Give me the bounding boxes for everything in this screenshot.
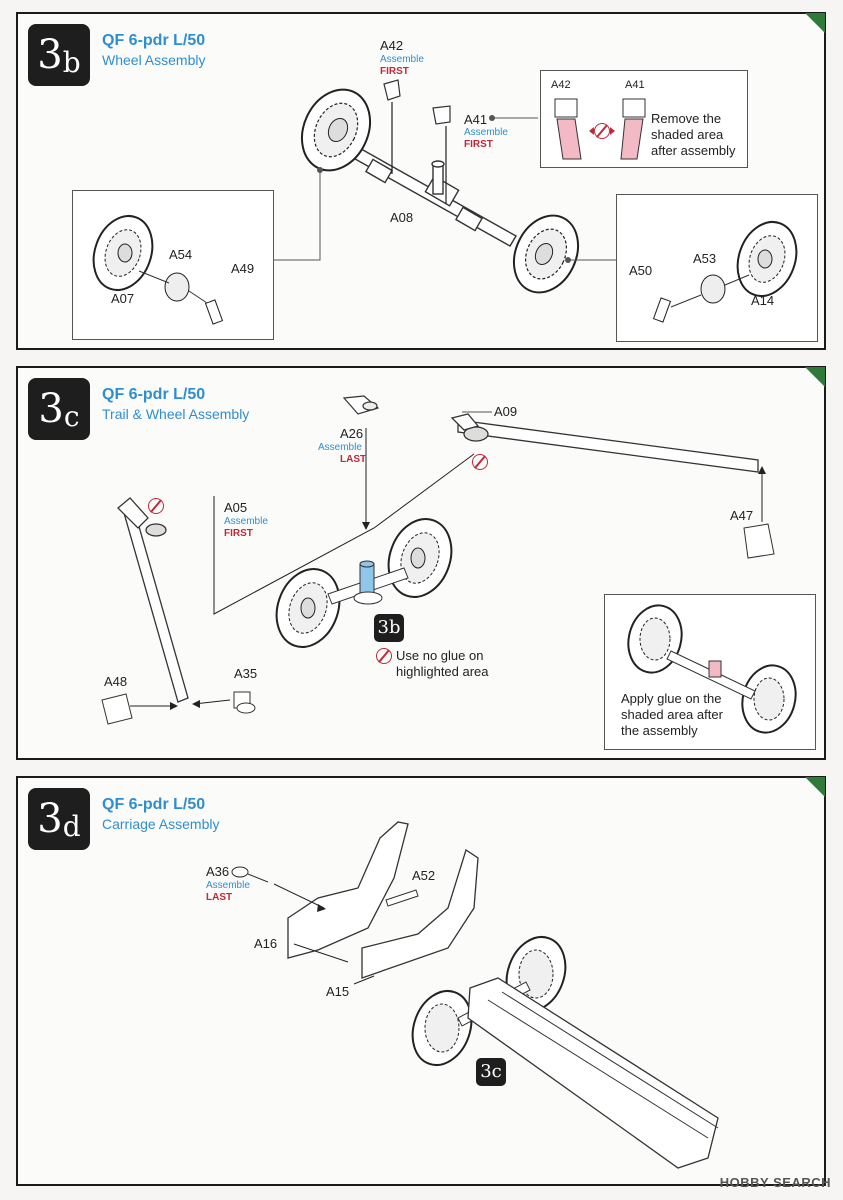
corner-tab [805,13,825,33]
assemble-note: Assemble [318,442,362,453]
reference-step-badge: 3c [476,1058,506,1086]
step-3b-panel: 3b QF 6-pdr L/50 Wheel Assembly [16,12,826,350]
no-glue-icon [594,123,610,139]
step-subtitle: Carriage Assembly [102,816,220,832]
part-label-a41: A41 [464,112,488,127]
step-title: QF 6-pdr L/50 [102,386,206,403]
part-label-a48: A48 [104,674,128,689]
part-label-a26: A26 [340,426,364,441]
reference-step-badge: 3b [374,614,404,642]
part-label-a16: A16 [254,936,278,951]
no-glue-icon [376,648,392,664]
wheel-icon [300,88,372,172]
part-label-a52: A52 [412,868,436,883]
apply-glue-note: Apply glue on the shaded area after the … [621,691,723,738]
part-label-a09: A09 [494,404,518,419]
wheel-icon [387,518,453,598]
order-last-note: LAST [340,454,367,465]
wheel-icon [512,214,580,294]
part-label-a05: A05 [224,500,248,515]
wheel-icon [275,568,341,648]
no-glue-note: Use no glue on highlighted area [396,648,489,679]
part-label-a53: A53 [693,251,717,266]
corner-tab [805,367,825,387]
remove-shaded-detail-box: A42 A41 Remove the shaded area after ass… [540,70,748,168]
glue-detail-box: Apply glue on the shaded area after the … [604,594,816,750]
detail-label-a42: A42 [551,79,571,91]
watermark: HOBBY SEARCH [719,1175,831,1190]
part-label-a14: A14 [751,293,775,308]
wheel-icon [741,664,797,734]
detail-label-a41: A41 [625,79,645,91]
part-label-a08: A08 [390,210,414,225]
part-label-a07: A07 [111,291,135,306]
shaded-parts-drawing [554,98,646,160]
step-3d-panel: 3d QF 6-pdr L/50 Carriage Assembly A36 A… [16,776,826,1186]
left-wheel-drawing [92,215,224,325]
wheel-icon [736,221,798,297]
part-label-a50: A50 [629,263,653,278]
part-label-a42: A42 [380,38,404,53]
carriage-assembly-drawing [231,821,719,1169]
order-first-note: FIRST [224,528,253,539]
part-label-a47: A47 [730,508,754,523]
assemble-note: Assemble [380,54,424,65]
step-badge: 3d [28,788,90,850]
corner-tab [805,777,825,797]
part-label-a36: A36 [206,864,230,879]
remove-shaded-note: Remove the shaded area after assembly [651,111,736,158]
wheel-icon [411,990,473,1066]
step-title: QF 6-pdr L/50 [102,32,206,49]
wheel-icon [627,604,683,674]
step-3c-panel: 3c QF 6-pdr L/50 Trail & Wheel Assembly [16,366,826,760]
part-label-a54: A54 [169,247,193,262]
step-subtitle: Wheel Assembly [102,52,206,68]
part-label-a49: A49 [231,261,255,276]
assemble-note: Assemble [224,516,268,527]
assemble-note: Assemble [206,880,250,891]
left-wheel-subassembly-box: A54 A49 A07 [72,190,274,340]
step-badge: 3b [28,24,90,86]
assemble-note: Assemble [464,127,508,138]
order-last-note: LAST [206,892,233,903]
part-label-a35: A35 [234,666,258,681]
step-subtitle: Trail & Wheel Assembly [102,406,250,422]
order-first-note: FIRST [380,66,409,77]
no-glue-icon [472,454,488,470]
step-title: QF 6-pdr L/50 [102,796,206,813]
right-wheel-subassembly-box: A53 A50 A14 [616,194,818,342]
part-label-a15: A15 [326,984,350,999]
glue-detail-drawing [627,604,797,734]
wheel-icon [92,215,154,291]
step-badge: 3c [28,378,90,440]
wheel-assembly-drawing [274,79,616,294]
no-glue-icon [148,498,164,514]
trail-assembly-drawing [101,395,775,725]
order-first-note: FIRST [464,139,493,150]
right-wheel-drawing [652,221,798,323]
